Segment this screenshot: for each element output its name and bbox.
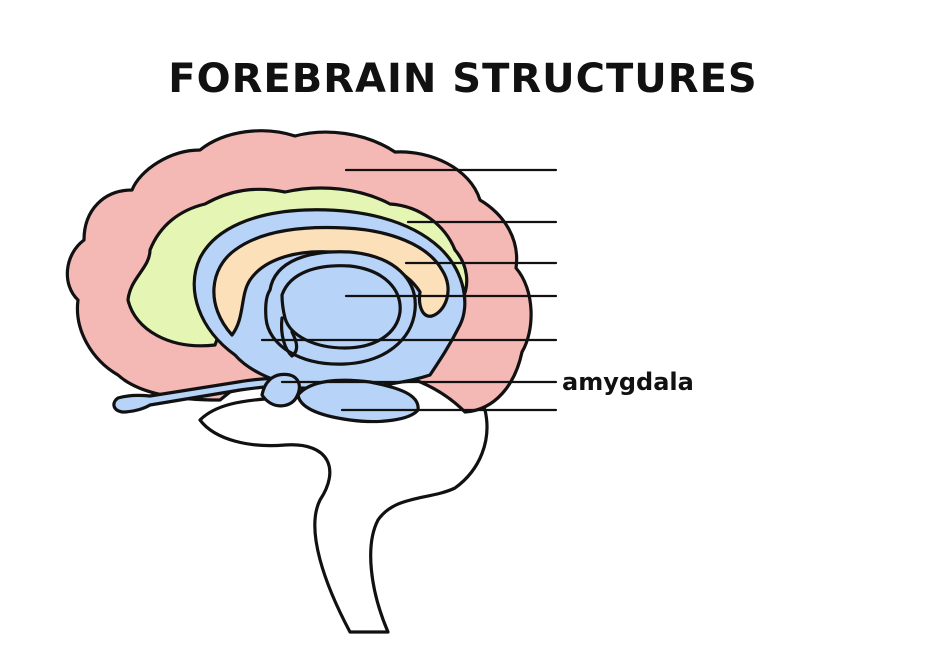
corpus-callosum (212, 225, 450, 337)
thalamus-inner-ring (280, 264, 402, 350)
label-amygdala: amygdala (562, 368, 694, 396)
diagram-title: FOREBRAIN STRUCTURES (168, 56, 757, 102)
